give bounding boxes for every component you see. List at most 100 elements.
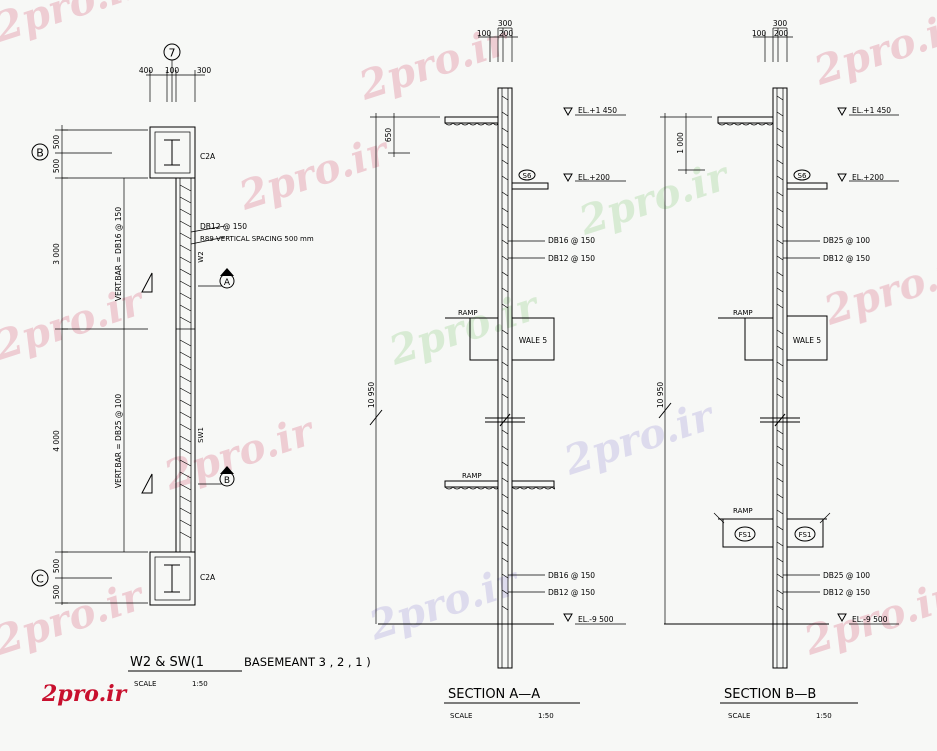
wall-w2-sw1 <box>175 177 196 553</box>
leader-line <box>190 236 226 245</box>
dimension-text: 3 000 <box>52 243 61 265</box>
scale-label: SCALE <box>728 712 750 720</box>
grid-label-b: B <box>36 147 44 160</box>
dimension-text: 300 <box>773 19 788 28</box>
elevation-marker <box>563 107 573 117</box>
wall-hatch <box>501 95 509 611</box>
wale-label: WALE 5 <box>519 336 547 345</box>
elevation-label: EL.-9 500 <box>578 615 614 624</box>
footing-fs1 <box>786 518 824 548</box>
rebar-label: R89 VERTICAL SPACING 500 mm <box>200 235 314 243</box>
dimension-text: 300 <box>498 19 513 28</box>
slab-mid <box>511 182 549 190</box>
elevation-marker <box>837 107 847 117</box>
slab-top <box>444 116 499 124</box>
slab-mid <box>786 182 828 190</box>
watermark-text: 2pro.ir <box>558 392 722 485</box>
dimension-text: 4 000 <box>52 430 61 452</box>
watermarks: 2pro.ir 2pro.ir 2pro.ir 2pro.ir 2pro.ir … <box>0 0 937 665</box>
ramp-slab <box>445 317 498 361</box>
bar-symbol <box>141 272 153 293</box>
rebar-label: DB12 @ 150 <box>823 254 870 263</box>
bar-symbol <box>141 473 153 494</box>
column-label: C2A <box>200 152 216 161</box>
site-logo: 2pro.ir <box>41 681 128 707</box>
ramp-label: RAMP <box>458 309 478 317</box>
wale-label: WALE 5 <box>793 336 821 345</box>
section-a-a: 300 100 200 WALE 5 RAMP RAMP 6 <box>367 19 626 720</box>
dimension-text: 500 <box>52 135 61 150</box>
rebar-label: DB16 @ 150 <box>548 571 595 580</box>
elevation-marker <box>563 173 573 183</box>
elevation-marker <box>837 173 847 183</box>
column-label: C2A <box>200 573 216 582</box>
elevation-marker <box>563 613 573 623</box>
break-symbol <box>819 512 831 524</box>
elevation-marker <box>837 613 847 623</box>
footing-fs1 <box>722 518 774 548</box>
column-c2a-bottom <box>149 551 196 606</box>
dimension-text: 10 950 <box>367 382 376 408</box>
break-symbol <box>774 413 786 427</box>
dimension-tick <box>369 409 383 426</box>
vertical-bar-label: VERT.BAR = DB25 @ 100 <box>114 394 123 488</box>
break-symbol <box>499 413 511 427</box>
section-wall <box>772 87 788 669</box>
column-rebar-outline <box>154 131 191 174</box>
slab-top <box>717 116 774 124</box>
watermark-text: 2pro.ir <box>353 17 517 110</box>
rebar-label: DB25 @ 100 <box>823 571 870 580</box>
slab-hatch <box>444 122 499 126</box>
dimension-text: 400 <box>139 66 154 75</box>
watermark-text: 2pro.ir <box>233 127 397 220</box>
footing-tag-label: FS1 <box>739 531 752 539</box>
dimension-text: 200 <box>499 29 514 38</box>
rebar-label: DB16 @ 150 <box>548 236 595 245</box>
scale-value: 1:50 <box>816 712 832 720</box>
elevation-label: EL.+1 450 <box>578 106 617 115</box>
slab-tag-s6 <box>793 169 811 181</box>
dimension-text: 100 <box>477 29 492 38</box>
rebar-label: DB12 @ 150 <box>548 254 595 263</box>
watermark-text: 2pro.ir <box>158 407 322 500</box>
ramp-label: RAMP <box>733 507 753 515</box>
grid-label-7: 7 <box>169 47 176 60</box>
slab-tag-s6 <box>518 169 536 181</box>
wall-label-w2: W2 <box>197 251 205 262</box>
watermark-text: 2pro.ir <box>808 2 937 95</box>
dimension-text: 200 <box>774 29 789 38</box>
rebar-label: DB25 @ 100 <box>823 236 870 245</box>
elevation-label: EL.-9 500 <box>852 615 888 624</box>
rebar-label: DB12 @ 150 <box>200 222 247 231</box>
wall-label-sw1: SW1 <box>197 427 205 443</box>
slab-tag-label: S6 <box>798 172 807 180</box>
elevation-label: EL.+200 <box>578 173 610 182</box>
column-c2a-top <box>149 126 196 179</box>
section-b-b: 300 100 200 WALE 5 RAMP FS1 FS1 RAMP <box>656 19 899 720</box>
ramp-slab <box>718 317 773 361</box>
rebar-label: DB12 @ 150 <box>823 588 870 597</box>
grid-label-c: C <box>36 573 44 586</box>
elevation-label: EL.+200 <box>852 173 884 182</box>
dimension-text: 1 000 <box>676 132 685 154</box>
vertical-bar-label: VERT.BAR = DB16 @ 150 <box>114 207 123 301</box>
footing-tag <box>794 526 816 542</box>
dimension-text: 500 <box>52 159 61 174</box>
dimension-tick <box>658 402 672 419</box>
rebar-label: DB12 @ 150 <box>548 588 595 597</box>
footing-tag-label: FS1 <box>799 531 812 539</box>
leader-line <box>190 225 226 233</box>
dimension-text: 10 950 <box>656 382 665 408</box>
wale-beam <box>786 315 828 361</box>
wall-hatch <box>179 184 192 539</box>
section-wall <box>497 87 513 669</box>
section-title: SECTION A—A <box>448 687 540 702</box>
slab-hatch <box>717 122 774 126</box>
watermark-text: 2pro.ir <box>573 152 737 245</box>
section-arrow <box>220 466 234 474</box>
scale-value: 1:50 <box>538 712 554 720</box>
dimension-text: 650 <box>384 128 393 143</box>
dimension-text: 100 <box>165 66 180 75</box>
